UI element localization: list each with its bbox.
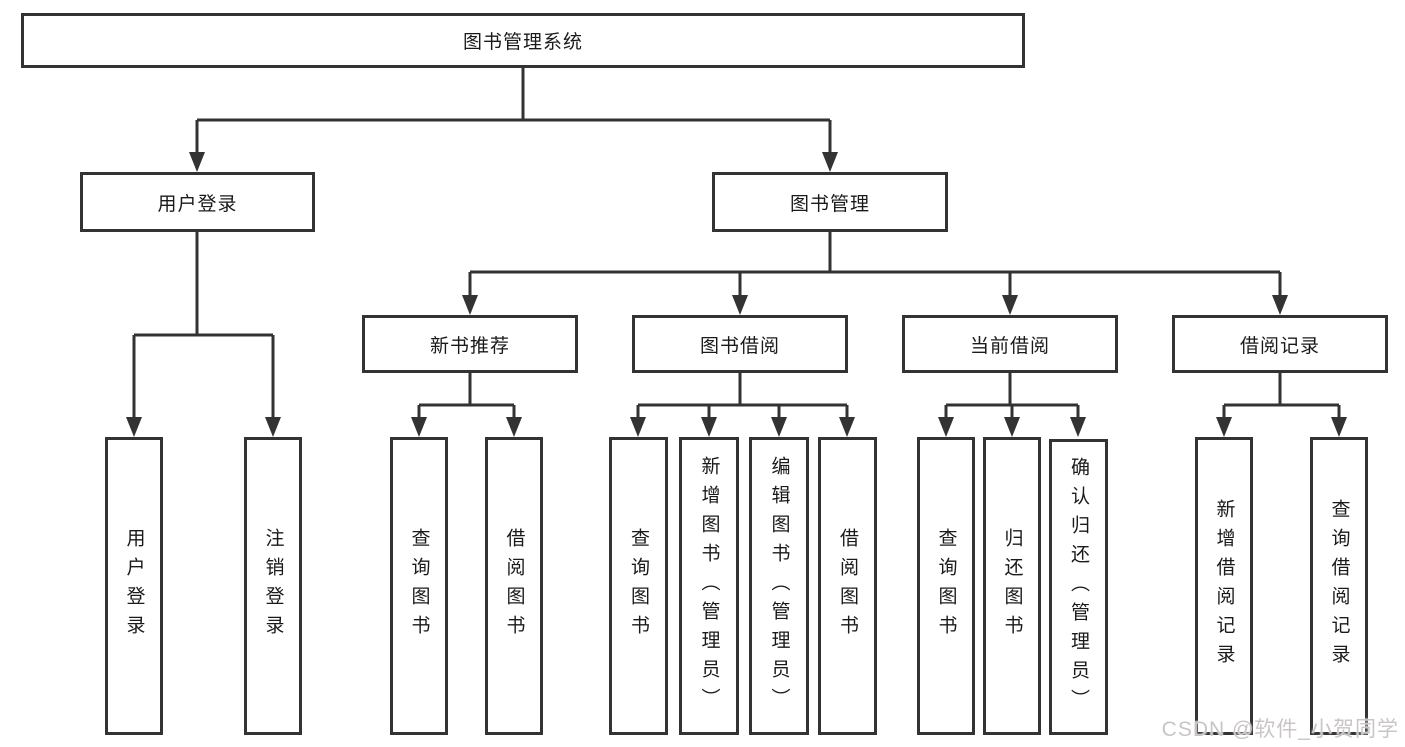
arrow-down-icon <box>1004 417 1020 437</box>
arrow-down-icon <box>462 295 478 315</box>
connector-records-to-leaves <box>1222 373 1341 421</box>
leaf-label: 查询图书 <box>628 528 649 644</box>
arrow-down-icon <box>1272 295 1288 315</box>
leaf-label: 借阅图书 <box>837 528 858 644</box>
leaf-edit-books-admin: 编辑图书（管理员） <box>749 437 809 735</box>
arrow-down-icon <box>822 152 838 172</box>
leaf-label: 确认归还（管理员） <box>1068 456 1089 718</box>
leaf-user-login: 用户登录 <box>105 437 163 735</box>
node-borrow-records: 借阅记录 <box>1172 315 1388 373</box>
arrow-down-icon <box>1070 417 1086 437</box>
leaf-query-books-borrow: 查询图书 <box>609 437 668 735</box>
leaf-query-borrow-record: 查询借阅记录 <box>1310 437 1368 735</box>
arrow-down-icon <box>411 417 427 437</box>
leaf-logout: 注销登录 <box>244 437 302 735</box>
arrow-down-icon <box>771 417 787 437</box>
arrow-down-icon <box>938 417 954 437</box>
connector-root-to-level1 <box>195 68 832 156</box>
root-node-library-system: 图书管理系统 <box>21 13 1025 68</box>
leaf-borrow-books-recommend: 借阅图书 <box>485 437 543 735</box>
leaf-query-books-current: 查询图书 <box>917 437 975 735</box>
leaf-label: 新增借阅记录 <box>1213 499 1235 673</box>
leaf-confirm-return-admin: 确认归还（管理员） <box>1049 439 1108 735</box>
arrow-down-icon <box>1216 417 1232 437</box>
leaf-label: 查询图书 <box>408 528 430 644</box>
connector-login-to-leaves <box>132 232 275 421</box>
arrow-down-icon <box>189 152 205 172</box>
csdn-watermark: CSDN @软件_小贺同学 <box>1161 718 1399 741</box>
arrow-down-icon <box>506 417 522 437</box>
arrow-down-icon <box>1002 295 1018 315</box>
leaf-query-books-recommend: 查询图书 <box>390 437 448 735</box>
leaf-add-borrow-record: 新增借阅记录 <box>1195 437 1253 735</box>
node-book-borrow: 图书借阅 <box>632 315 848 373</box>
arrow-down-icon <box>265 417 281 437</box>
arrow-down-icon <box>701 417 717 437</box>
leaf-label: 新增图书（管理员） <box>698 455 720 717</box>
leaf-label: 归还图书 <box>1001 528 1023 644</box>
connector-management-to-level2 <box>468 232 1282 299</box>
node-book-management: 图书管理 <box>712 172 948 232</box>
arrow-down-icon <box>839 417 855 437</box>
leaf-label: 注销登录 <box>262 528 284 644</box>
leaf-label: 编辑图书（管理员） <box>768 455 790 717</box>
leaf-add-books-admin: 新增图书（管理员） <box>679 437 739 735</box>
connector-borrow-to-leaves <box>636 373 849 421</box>
connector-current-to-leaves <box>944 373 1080 421</box>
leaf-label: 借阅图书 <box>503 528 525 644</box>
node-current-borrow: 当前借阅 <box>902 315 1118 373</box>
leaf-borrow-books: 借阅图书 <box>818 437 877 735</box>
leaf-label: 查询借阅记录 <box>1328 499 1350 673</box>
leaf-label: 用户登录 <box>123 528 145 644</box>
arrow-down-icon <box>126 417 142 437</box>
node-new-book-recommend: 新书推荐 <box>362 315 578 373</box>
connector-recommend-to-leaves <box>417 373 516 421</box>
node-user-login: 用户登录 <box>80 172 315 232</box>
arrow-down-icon <box>1331 417 1347 437</box>
arrow-down-icon <box>732 295 748 315</box>
leaf-label: 查询图书 <box>935 528 957 644</box>
arrow-down-icon <box>630 417 646 437</box>
leaf-return-books: 归还图书 <box>983 437 1041 735</box>
